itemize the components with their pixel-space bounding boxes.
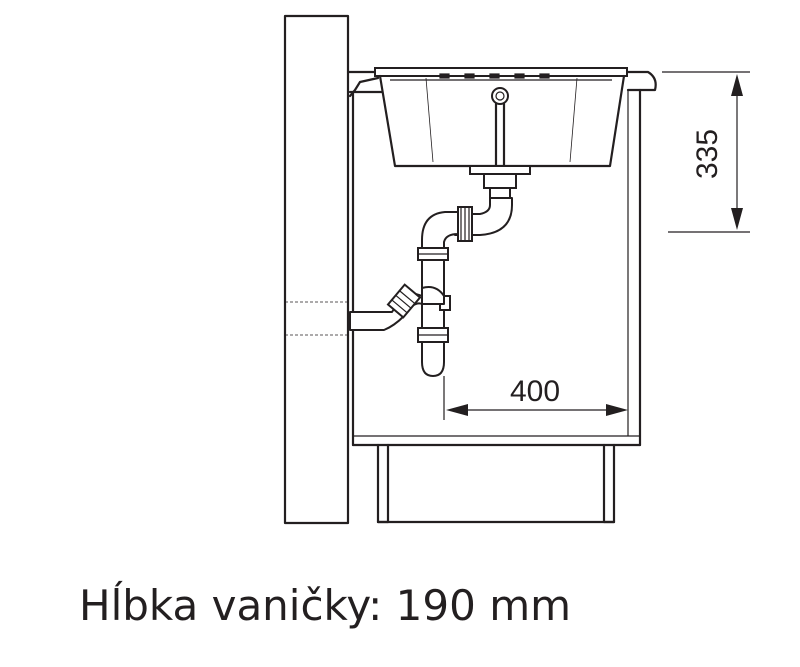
- cabinet: [346, 70, 657, 524]
- wall: [283, 14, 350, 525]
- height-dimension: 335: [662, 71, 750, 233]
- sink-basin: [374, 67, 628, 199]
- siphon: [349, 197, 513, 377]
- width-dimension: 400: [443, 375, 628, 420]
- basin-depth-caption: Hĺbka vaničky: 190 mm: [79, 581, 572, 630]
- width-dimension-label: 400: [510, 375, 560, 408]
- height-dimension-label: 335: [691, 129, 724, 179]
- sink-cabinet-diagram: 335 400: [283, 14, 750, 525]
